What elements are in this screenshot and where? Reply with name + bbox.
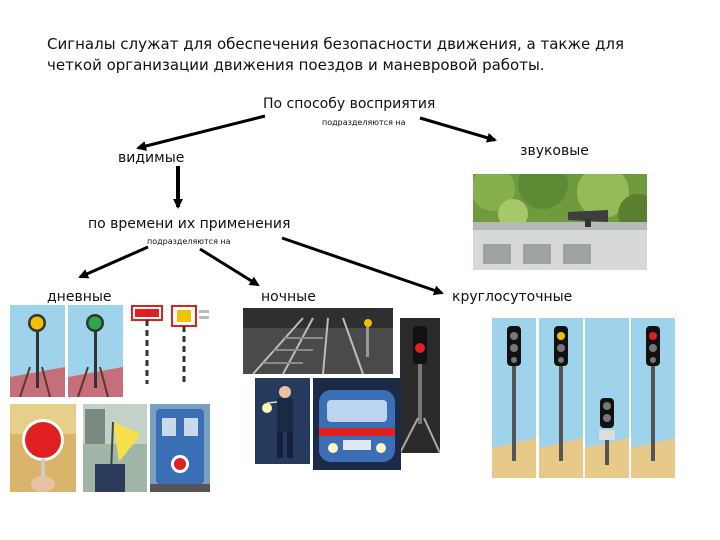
day-yellow-flag — [83, 404, 147, 492]
day-train-rear — [150, 404, 210, 492]
night-red-signal — [400, 318, 440, 453]
arrow-to-audible — [419, 116, 497, 143]
time-label: по времени их применения — [88, 216, 291, 232]
visible-label: видимые — [118, 150, 185, 166]
semaphore-icon — [68, 305, 123, 397]
semaphore-icon — [10, 305, 65, 397]
intro-text: Сигналы служат для обеспечения безопасно… — [47, 35, 624, 74]
round-signal-2 — [539, 318, 583, 478]
flag-icon — [83, 404, 147, 492]
night-label: ночные — [261, 289, 316, 305]
round-signal-3 — [585, 318, 629, 478]
round-signal-1 — [492, 318, 536, 478]
arrow-to-round — [281, 236, 444, 296]
round-label: круглосуточные — [452, 289, 573, 305]
arrow-to-night — [199, 247, 260, 287]
disc-icon — [10, 404, 76, 492]
light-signal-icon — [492, 318, 536, 478]
horn-photo — [473, 174, 647, 270]
light-signal-icon — [539, 318, 583, 478]
light-signal-icon — [631, 318, 675, 478]
day-label: дневные — [47, 289, 112, 305]
horn-icon — [473, 174, 647, 270]
day-semaphore-green — [68, 305, 123, 397]
shield-icon — [127, 296, 212, 391]
light-signal-icon — [585, 318, 629, 478]
tracks-icon — [243, 308, 393, 374]
light-signal-icon — [400, 318, 440, 453]
arrow-to-visible — [136, 114, 266, 151]
night-tracks — [243, 308, 393, 374]
night-locomotive — [313, 378, 401, 470]
train-rear-icon — [150, 404, 210, 492]
round-signal-4 — [631, 318, 675, 478]
root-label: По способу восприятия — [263, 96, 436, 112]
arrow-to-day — [78, 245, 149, 279]
audible-label: звуковые — [520, 143, 589, 159]
lantern-icon — [255, 378, 310, 464]
day-semaphore-yellow — [10, 305, 65, 397]
night-lantern-man — [255, 378, 310, 464]
day-shield-signals — [127, 296, 212, 391]
day-red-disc — [10, 404, 76, 492]
root-note: подразделяются на — [322, 118, 406, 127]
locomotive-icon — [313, 378, 401, 470]
time-note: подразделяются на — [147, 237, 231, 246]
